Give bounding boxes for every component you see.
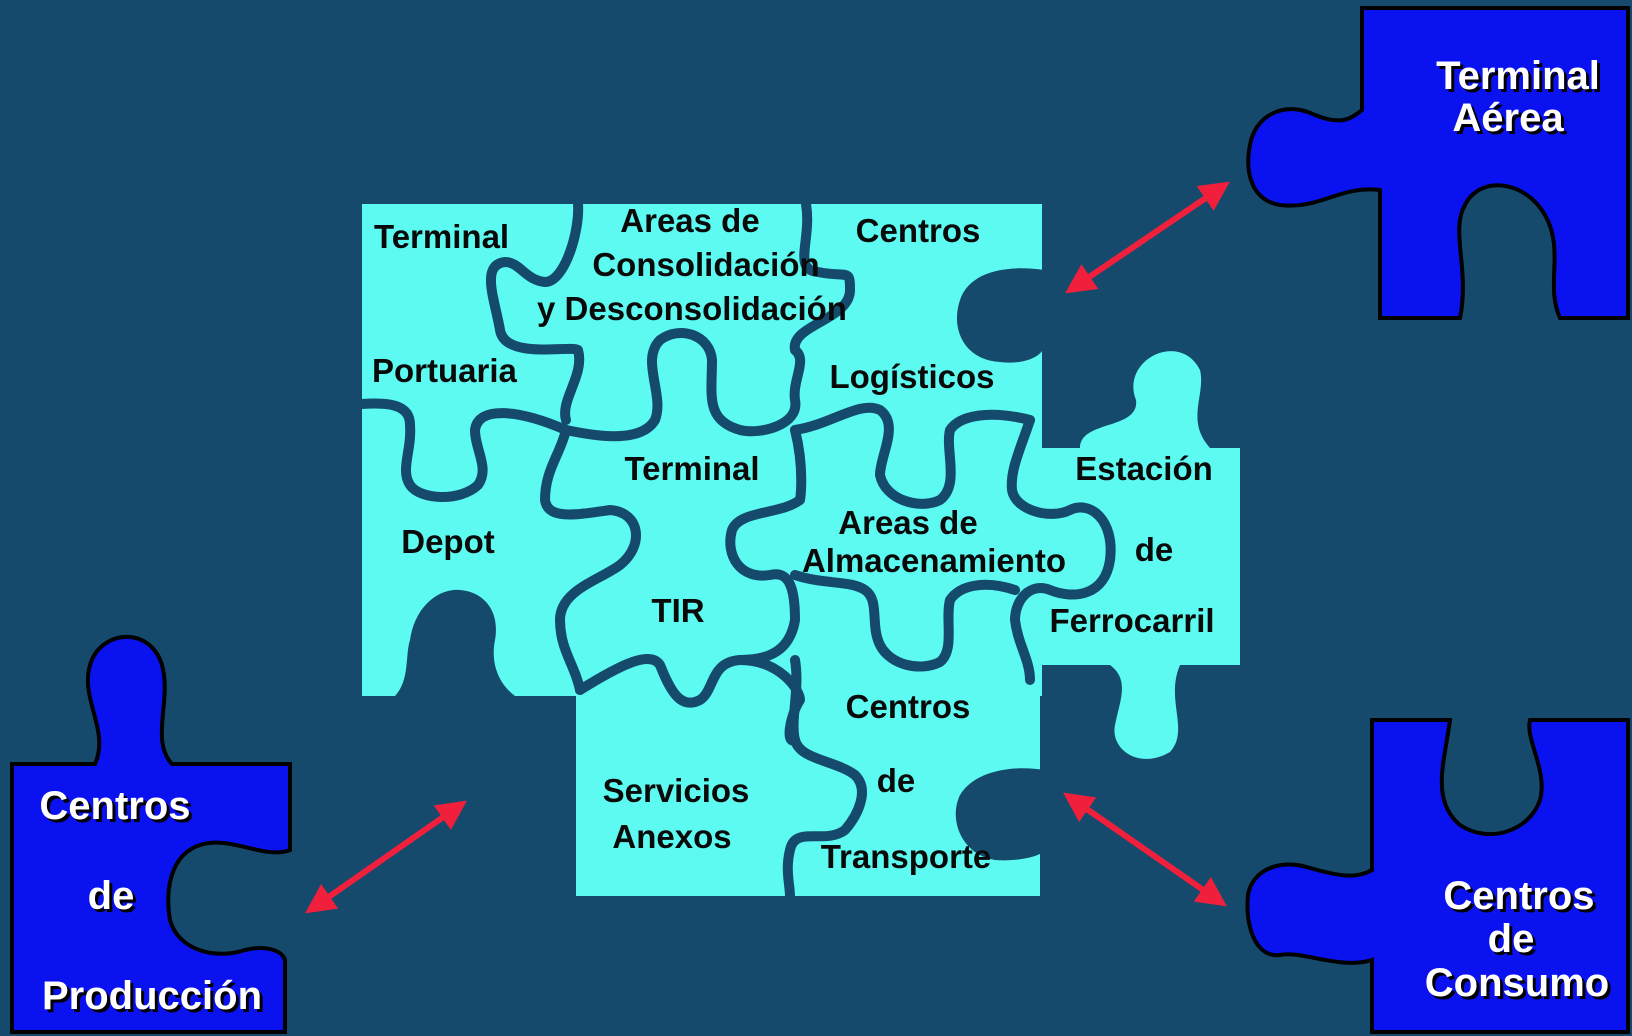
label-servicios-anexos-2: Anexos [612, 818, 731, 855]
label-centros-consumo-3-shadow: Consumo [1428, 964, 1612, 1008]
label-centros-logisticos-2: Logísticos [829, 358, 994, 395]
label-terminal-aerea-2-shadow: Aérea [1455, 99, 1567, 143]
label-areas-consolidacion-3: y Desconsolidación [537, 290, 847, 327]
inner-labels: Terminal Portuaria Areas de Consolidació… [372, 202, 1215, 875]
piece-centros-produccion: Centros Centros de de Producción Producc… [10, 634, 292, 1034]
label-centros-logisticos-1: Centros [856, 212, 981, 249]
label-terminal-aerea-2: Aérea [1452, 96, 1564, 140]
label-terminal-aerea-1: Terminal [1436, 54, 1600, 98]
label-areas-almacenamiento-1: Areas de [838, 504, 977, 541]
label-centros-transporte-2: de [877, 762, 916, 799]
arrow-centros-consumo [1063, 792, 1227, 907]
piece-terminal-aerea-shape [1246, 6, 1630, 320]
piece-terminal-aerea: Terminal Terminal Aérea Aérea [1246, 6, 1630, 320]
puzzle-right-piece [1030, 351, 1240, 759]
piece-centros-consumo-shape [1245, 718, 1630, 1034]
label-terminal-aerea-1-shadow: Terminal [1439, 57, 1603, 101]
label-areas-consolidacion-2: Consolidación [592, 246, 819, 283]
arrow-centros-produccion [305, 800, 467, 914]
label-centros-produccion-1: Centros [39, 784, 190, 828]
puzzle-cut-bottom-left [362, 696, 576, 906]
label-centros-consumo-2: de [1488, 917, 1535, 961]
label-terminal-tir-2: TIR [651, 592, 704, 629]
label-centros-transporte-1: Centros [846, 688, 971, 725]
arrow-terminal-aerea [1065, 181, 1230, 294]
label-terminal-portuaria-2: Portuaria [372, 352, 518, 389]
piece-centros-produccion-shape [10, 634, 292, 1034]
arrows [305, 181, 1230, 914]
label-centros-produccion-1-shadow: Centros [42, 787, 193, 831]
label-areas-almacenamiento-2: Almacenamiento [802, 542, 1066, 579]
label-terminal-tir-1: Terminal [624, 450, 759, 487]
label-centros-produccion-3-shadow: Producción [45, 977, 265, 1021]
label-terminal-portuaria-1: Terminal [374, 218, 509, 255]
puzzle-socket-bottom-right [955, 768, 1044, 861]
puzzle-socket-depot [362, 589, 575, 712]
label-estacion-ferrocarril-2: de [1135, 531, 1174, 568]
label-centros-consumo-3: Consumo [1425, 961, 1609, 1005]
label-centros-produccion-2-shadow: de [91, 877, 138, 921]
piece-centros-consumo: Centros Centros de de Consumo Consumo [1245, 718, 1630, 1034]
label-centros-consumo-1: Centros [1443, 874, 1594, 918]
label-depot: Depot [401, 523, 495, 560]
label-centros-produccion-2: de [88, 874, 135, 918]
label-estacion-ferrocarril-1: Estación [1075, 450, 1213, 487]
label-estacion-ferrocarril-3: Ferrocarril [1049, 602, 1214, 639]
label-centros-transporte-3: Transporte [821, 838, 992, 875]
label-centros-consumo-2-shadow: de [1491, 920, 1538, 964]
label-centros-consumo-1-shadow: Centros [1446, 877, 1597, 921]
puzzle-socket-right [956, 268, 1044, 363]
label-centros-produccion-3: Producción [42, 974, 262, 1018]
label-areas-consolidacion-1: Areas de [620, 202, 759, 239]
inner-puzzle [357, 199, 1240, 906]
label-servicios-anexos-1: Servicios [603, 772, 750, 809]
puzzle-seams [357, 199, 1116, 901]
